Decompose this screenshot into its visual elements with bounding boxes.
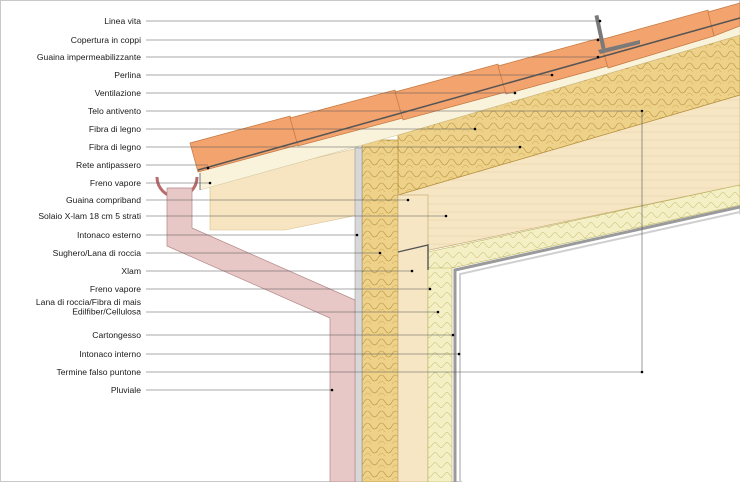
roof-tiles — [189, 2, 740, 173]
leader-dot-19 — [457, 352, 461, 356]
leader-dot-15 — [410, 269, 414, 273]
label-13: Intonaco esterno — [77, 230, 141, 240]
plasterboard — [453, 205, 740, 482]
soffit-board — [209, 147, 359, 231]
wall-xlam — [397, 194, 429, 482]
leader-dot-1 — [598, 19, 602, 23]
label-7: Fibra di legno — [89, 124, 141, 134]
leader-dot-16 — [428, 287, 432, 291]
leader-dot-13 — [355, 233, 359, 237]
leader-dot-20 — [640, 370, 644, 374]
label-21: Pluviale — [111, 385, 141, 395]
label-5: Ventilazione — [95, 88, 142, 98]
label-4: Perlina — [114, 70, 141, 80]
compriband — [397, 244, 429, 270]
label-16: Freno vapore — [90, 284, 141, 294]
leader-dot-12 — [444, 214, 448, 218]
downpipe — [166, 187, 356, 482]
leader-dot-18 — [451, 333, 455, 337]
waterproof-membrane — [197, 17, 740, 171]
label-11: Guaina compriband — [66, 195, 141, 205]
leader-dot-14 — [378, 251, 382, 255]
label-3: Guaina impermeabilizzante — [37, 52, 141, 62]
label-10: Freno vapore — [90, 178, 141, 188]
leader-dot-8 — [518, 145, 522, 149]
label-20: Termine falso puntone — [56, 367, 141, 377]
label-8: Fibra di legno — [89, 142, 141, 152]
label-2: Copertura in coppi — [71, 35, 141, 45]
label-15: Xlam — [121, 266, 141, 276]
leader-dot-4 — [550, 73, 554, 77]
leader-dot-3 — [596, 55, 600, 59]
leader-dot-2 — [596, 38, 600, 42]
safety-line-post — [594, 14, 640, 54]
label-18: Cartongesso — [92, 330, 141, 340]
leader-dot-17 — [436, 310, 440, 314]
external-plaster — [354, 147, 363, 482]
label-12: Solaio X-lam 18 cm 5 strati — [38, 211, 141, 221]
leader-dot-9 — [206, 166, 210, 170]
label-9: Rete antipassero — [76, 160, 141, 170]
label-19: Intonaco interno — [79, 349, 141, 359]
leader-dot-7 — [473, 127, 477, 131]
leader-dot-5 — [513, 91, 517, 95]
leader-dot-21 — [330, 388, 334, 392]
interior-space — [462, 214, 740, 482]
section-drawing — [155, 2, 740, 482]
leader-dot-11 — [406, 198, 410, 202]
leader-dot-10 — [208, 181, 212, 185]
label-6: Telo antivento — [88, 106, 141, 116]
label-14: Sughero/Lana di roccia — [53, 248, 142, 258]
label-1: Linea vita — [104, 16, 141, 26]
